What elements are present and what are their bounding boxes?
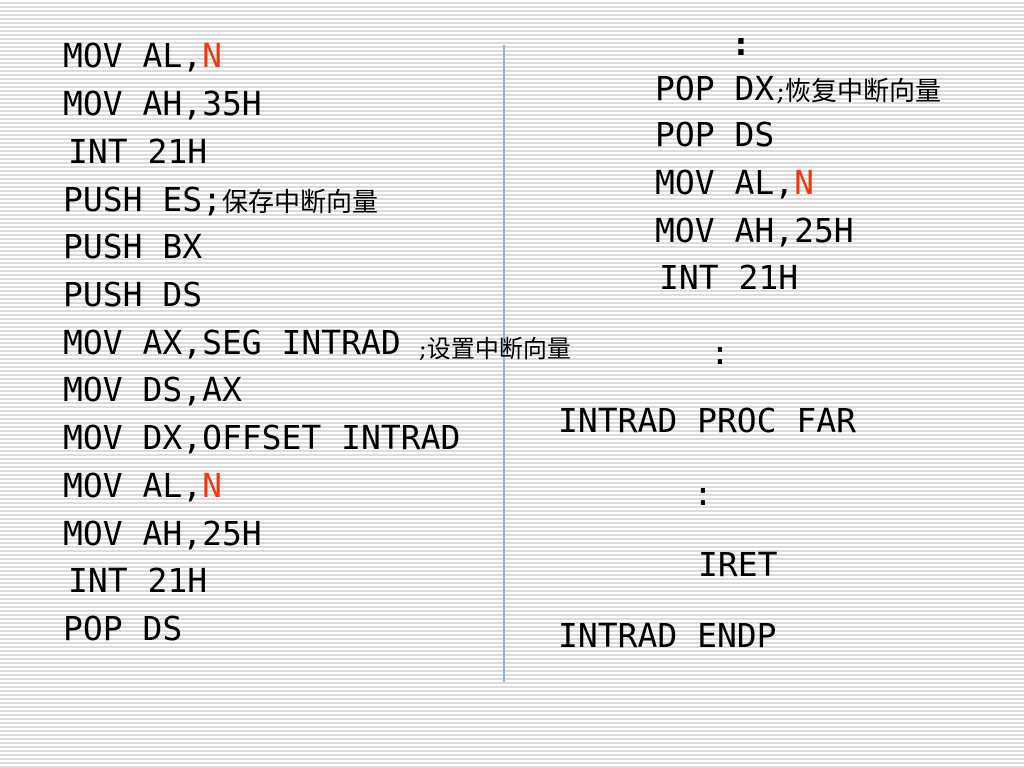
- code-text: :: [710, 333, 730, 372]
- code-comment: ;恢复中断向量: [776, 77, 941, 107]
- operand-highlight: N: [202, 466, 222, 505]
- operand-highlight: N: [202, 36, 222, 75]
- code-line: INT 21H: [68, 561, 207, 601]
- code-text: MOV AX,SEG INTRAD: [63, 323, 401, 362]
- code-text: IRET: [698, 545, 778, 584]
- continuation-mark: :: [710, 333, 730, 373]
- code-text: MOV DS,AX: [63, 370, 242, 409]
- continuation-mark: :: [693, 474, 713, 514]
- code-text: INT 21H: [68, 561, 208, 600]
- code-line: PUSH DS: [63, 275, 202, 315]
- code-text: MOV AL,: [655, 163, 795, 202]
- column-divider: [503, 45, 505, 682]
- code-line: INT 21H: [68, 132, 207, 172]
- code-line: MOV AL,N: [63, 36, 222, 76]
- code-text: MOV DX,OFFSET INTRAD: [63, 418, 461, 457]
- code-comment: 保存中断向量: [221, 188, 378, 218]
- code-line: MOV DS,AX: [63, 370, 242, 410]
- code-text: MOV AH,25H: [655, 211, 854, 250]
- code-line: MOV DX,OFFSET INTRAD: [63, 418, 460, 458]
- code-comment: ;设置中断向量: [418, 335, 571, 363]
- code-text: PUSH ES;: [63, 180, 222, 219]
- code-text: INT 21H: [68, 132, 208, 171]
- code-text: PUSH DS: [63, 275, 203, 314]
- operand-highlight: N: [794, 163, 814, 202]
- code-text: :: [731, 24, 751, 63]
- code-text: MOV AH,25H: [63, 514, 262, 553]
- code-text: INTRAD ENDP: [558, 616, 777, 655]
- code-text: PUSH BX: [63, 227, 203, 266]
- code-text: POP DS: [655, 115, 775, 154]
- code-line: PUSH ES;保存中断向量: [63, 180, 378, 223]
- code-line: INTRAD ENDP: [558, 616, 777, 656]
- code-line: POP DX;恢复中断向量: [655, 69, 941, 112]
- code-line: MOV AL,N: [655, 163, 814, 203]
- code-text: MOV AL,: [63, 36, 203, 75]
- code-line: MOV AH,25H: [655, 211, 854, 251]
- code-line: INT 21H: [659, 258, 798, 298]
- code-line: MOV AX,SEG INTRAD ;设置中断向量: [63, 323, 571, 366]
- code-line: POP DS: [63, 609, 182, 649]
- code-text: POP DX: [655, 69, 775, 108]
- code-text: :: [693, 474, 713, 513]
- code-line: POP DS: [655, 115, 774, 155]
- code-text: INTRAD PROC FAR: [558, 401, 857, 440]
- code-line: MOV AH,25H: [63, 514, 262, 554]
- code-line: PUSH BX: [63, 227, 202, 267]
- code-line: INTRAD PROC FAR: [558, 401, 856, 441]
- continuation-mark: :: [731, 24, 751, 64]
- code-text: MOV AL,: [63, 466, 203, 505]
- code-text: INT 21H: [659, 258, 799, 297]
- code-text: MOV AH,35H: [63, 84, 262, 123]
- code-text: POP DS: [63, 609, 183, 648]
- code-line: IRET: [698, 545, 777, 585]
- code-line: MOV AH,35H: [63, 84, 262, 124]
- code-line: MOV AL,N: [63, 466, 222, 506]
